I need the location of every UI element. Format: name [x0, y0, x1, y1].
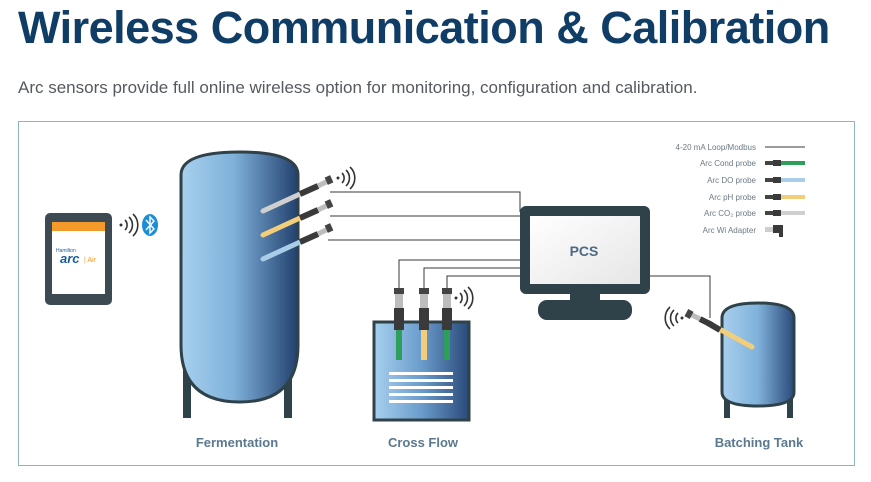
cross-flow-probe-cond-2: [442, 288, 452, 360]
fermentation-probe-do: [260, 223, 334, 262]
monitor-stand: [538, 300, 632, 320]
fermentation-vessel: [179, 150, 300, 418]
batching-wifi-icon: [664, 306, 684, 330]
tablet-logo-air: | Air: [84, 257, 97, 264]
svg-text:Arc DO probe: Arc DO probe: [707, 176, 756, 185]
legend-item-ph: Arc pH probe: [709, 193, 805, 202]
fermentation-probe-ph: [260, 199, 334, 238]
tablet-screen: [52, 222, 105, 294]
page-title: Wireless Communication & Calibration: [18, 2, 830, 53]
wire: [650, 275, 711, 318]
wire: [423, 267, 520, 288]
diagram-panel: [18, 121, 855, 466]
legend: 4-20 mA Loop/Modbus Arc Cond probe Arc D…: [676, 143, 805, 237]
legend-item-co2: Arc CO₂ probe: [704, 209, 805, 218]
cross-flow-probe-cond: [394, 288, 404, 360]
wire: [446, 275, 520, 288]
batching-tank: [720, 301, 796, 418]
cross-flow-probe-ph: [419, 288, 429, 360]
bluetooth-icon: [142, 214, 158, 236]
fermentation-probe-co2: [260, 175, 334, 214]
svg-text:Arc pH probe: Arc pH probe: [709, 193, 757, 202]
tablet[interactable]: Hamilton arc | Air: [45, 213, 112, 305]
wire: [398, 259, 520, 288]
svg-text:Arc CO₂ probe: Arc CO₂ probe: [704, 209, 757, 218]
vessel-leg: [724, 392, 730, 418]
filter-membranes: [389, 372, 453, 403]
legend-item-cond: Arc Cond probe: [700, 159, 805, 168]
batching-probe-ph: [684, 309, 755, 350]
signal-wires: [328, 191, 711, 318]
pcs-monitor: PCS: [520, 206, 650, 320]
svg-text:4-20 mA Loop/Modbus: 4-20 mA Loop/Modbus: [676, 143, 757, 152]
legend-item-loop: 4-20 mA Loop/Modbus: [676, 143, 805, 152]
tablet-logo-arc: arc: [60, 251, 80, 266]
monitor-screen: [530, 216, 640, 284]
vessel-leg: [284, 356, 292, 418]
fermentation-wifi-icon: [336, 166, 356, 190]
monitor-neck: [570, 294, 600, 302]
tablet-header-bar: [52, 222, 105, 231]
svg-text:Arc Cond probe: Arc Cond probe: [700, 159, 757, 168]
svg-text:Arc Wi Adapter: Arc Wi Adapter: [703, 226, 757, 235]
monitor-label: PCS: [570, 243, 599, 259]
tablet-logo-small: Hamilton: [56, 248, 76, 254]
tablet-wifi-icon: [119, 213, 139, 237]
legend-item-adapter: Arc Wi Adapter: [703, 225, 783, 237]
page-subtitle: Arc sensors provide full online wireless…: [18, 78, 698, 97]
label-fermentation: Fermentation: [196, 435, 278, 450]
vessel-body: [179, 150, 300, 404]
legend-item-do: Arc DO probe: [707, 176, 805, 185]
label-cross-flow: Cross Flow: [388, 435, 459, 450]
vessel-body: [720, 301, 796, 408]
label-batching-tank: Batching Tank: [715, 435, 804, 450]
vessel-leg: [183, 356, 191, 418]
wire: [330, 191, 521, 212]
cross-flow-wifi-icon: [454, 286, 474, 310]
vessel-leg: [787, 392, 793, 418]
